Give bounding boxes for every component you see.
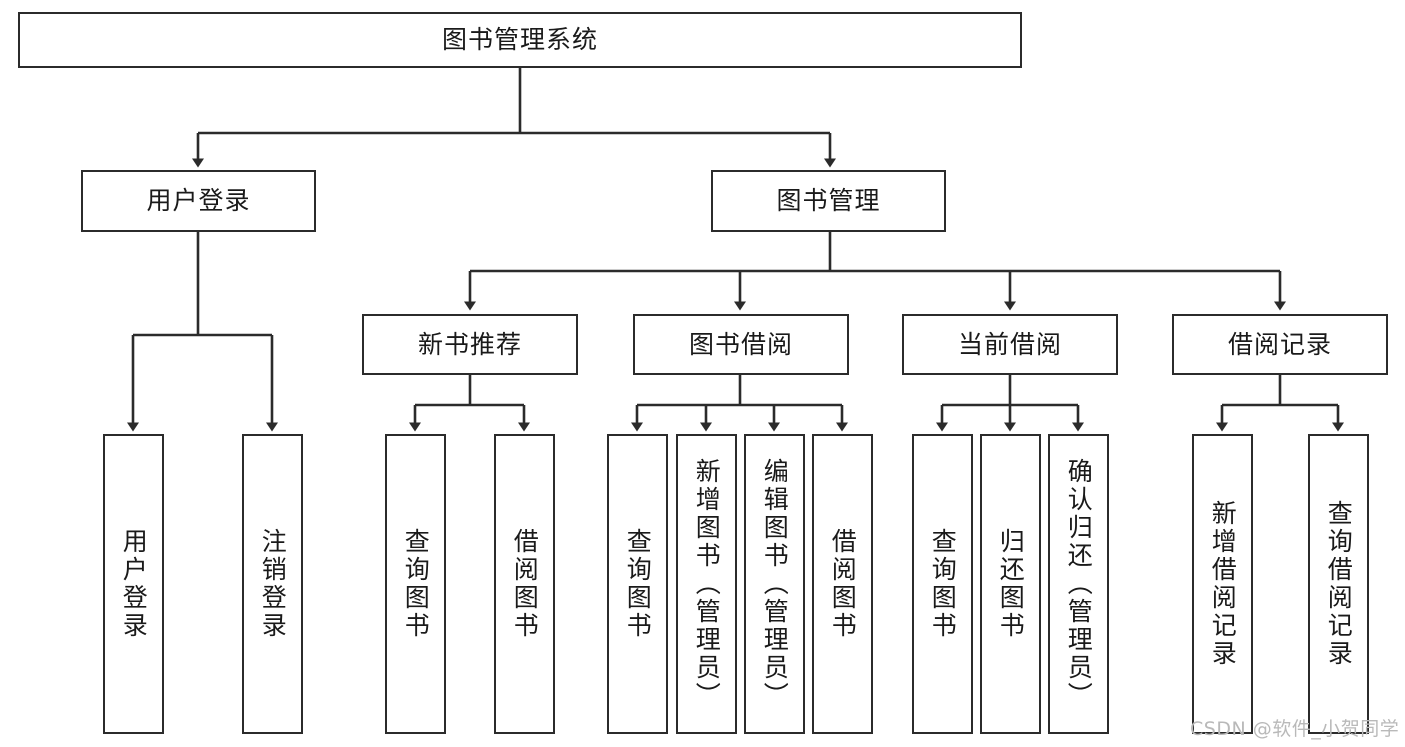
- node-label: 借阅记录: [1227, 329, 1332, 359]
- node-book-management[interactable]: 图书管理: [711, 170, 946, 232]
- node-label: 查询图书: [928, 528, 958, 640]
- leaf-return-book[interactable]: 归还图书: [980, 434, 1041, 734]
- node-label: 确认归还（管理员）: [1064, 458, 1094, 710]
- node-new-book-recommend[interactable]: 新书推荐: [362, 314, 578, 375]
- leaf-logout-login[interactable]: 注销登录: [242, 434, 303, 734]
- node-label: 查询图书: [623, 528, 653, 640]
- node-label: 用户登录: [146, 186, 251, 216]
- leaf-borrow-book[interactable]: 借阅图书: [812, 434, 873, 734]
- node-label: 借阅图书: [510, 528, 540, 640]
- node-current-borrow[interactable]: 当前借阅: [902, 314, 1118, 375]
- node-label: 注销登录: [258, 528, 288, 640]
- node-label: 新增图书（管理员）: [692, 458, 722, 710]
- node-user-login[interactable]: 用户登录: [81, 170, 316, 232]
- node-label: 借阅图书: [828, 528, 858, 640]
- leaf-query-book-borrow[interactable]: 查询图书: [607, 434, 668, 734]
- node-label: 查询借阅记录: [1324, 500, 1354, 668]
- node-label: 新增借阅记录: [1208, 500, 1238, 668]
- node-label: 当前借阅: [957, 329, 1062, 359]
- node-borrow-record[interactable]: 借阅记录: [1172, 314, 1388, 375]
- leaf-add-borrow-record[interactable]: 新增借阅记录: [1192, 434, 1253, 734]
- node-label: 归还图书: [996, 528, 1026, 640]
- leaf-query-book-current[interactable]: 查询图书: [912, 434, 973, 734]
- leaf-confirm-return-admin[interactable]: 确认归还（管理员）: [1048, 434, 1109, 734]
- node-root-system[interactable]: 图书管理系统: [18, 12, 1022, 68]
- node-label: 图书管理: [776, 186, 881, 216]
- node-label: 图书管理系统: [441, 25, 598, 55]
- node-label: 用户登录: [119, 528, 149, 640]
- leaf-borrow-book-recommend[interactable]: 借阅图书: [494, 434, 555, 734]
- leaf-query-book-recommend[interactable]: 查询图书: [385, 434, 446, 734]
- watermark-text: CSDN @软件_小贺同学: [1190, 718, 1400, 740]
- node-label: 编辑图书（管理员）: [760, 458, 790, 710]
- leaf-add-book-admin[interactable]: 新增图书（管理员）: [676, 434, 737, 734]
- leaf-edit-book-admin[interactable]: 编辑图书（管理员）: [744, 434, 805, 734]
- node-label: 新书推荐: [417, 329, 522, 359]
- node-label: 查询图书: [401, 528, 431, 640]
- leaf-query-borrow-record[interactable]: 查询借阅记录: [1308, 434, 1369, 734]
- node-label: 图书借阅: [688, 329, 793, 359]
- leaf-user-login[interactable]: 用户登录: [103, 434, 164, 734]
- node-book-borrow[interactable]: 图书借阅: [633, 314, 849, 375]
